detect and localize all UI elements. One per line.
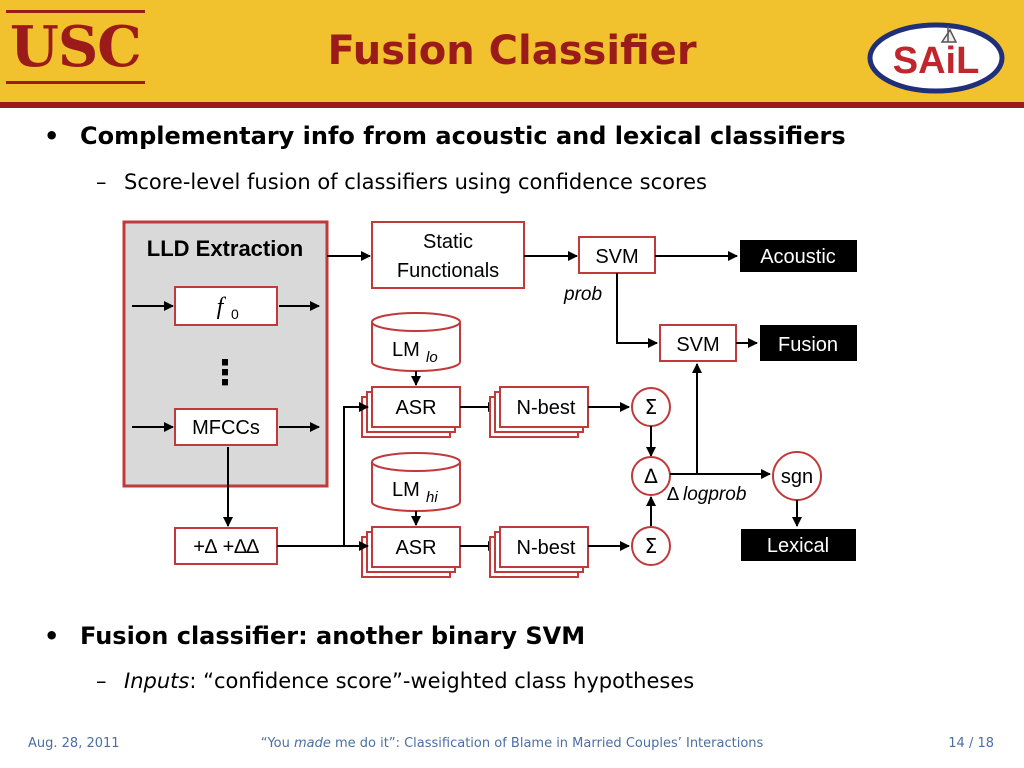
mfccs-box xyxy=(174,408,278,446)
lm-hi-cylinder xyxy=(371,452,461,512)
sub-bullet-2-italic: Inputs xyxy=(124,669,190,693)
acoustic-output xyxy=(740,240,857,272)
static-functionals-box xyxy=(371,221,525,289)
dash-icon: – xyxy=(96,170,107,194)
svm-acoustic-box xyxy=(578,236,656,274)
footer-date: Aug. 28, 2011 xyxy=(28,736,120,751)
nbest-bottom-label: N-best xyxy=(517,537,576,559)
fusion-diagram: LLD Extraction f 0 ⋮ MFCCs +∆ +∆∆ Static… xyxy=(122,220,857,578)
asr-bottom-label: ASR xyxy=(395,537,436,559)
sigma-bottom-node xyxy=(631,526,671,566)
acoustic-label: Acoustic xyxy=(760,246,836,268)
nbest-bottom-stack xyxy=(489,526,589,578)
sub-bullet-1: – Score-level fusion of classifiers usin… xyxy=(96,170,707,194)
lm-lo-label: LM xyxy=(392,339,420,361)
ellipsis-icon: ⋮ xyxy=(208,353,242,393)
mfccs-label: MFCCs xyxy=(192,417,260,439)
f0-label: f xyxy=(217,294,227,320)
asr-top-stack xyxy=(361,386,461,438)
svm-fusion-label: SVM xyxy=(676,334,719,356)
lm-lo-subscript: lo xyxy=(426,349,438,366)
lld-title: LLD Extraction xyxy=(147,236,303,261)
lm-hi-label: LM xyxy=(392,479,420,501)
fusion-output xyxy=(760,325,857,361)
dlogprob-delta-symbol: ∆ xyxy=(666,484,680,505)
lexical-output xyxy=(741,529,856,561)
delta-label: ∆ xyxy=(643,464,658,488)
prob-label: prob xyxy=(563,284,602,305)
header-bar: USC Fusion Classifier SAiL xyxy=(0,0,1024,108)
nbest-top-label: N-best xyxy=(517,397,576,419)
delta-node xyxy=(631,456,671,496)
asr-top-label: ASR xyxy=(395,397,436,419)
bullet-2: • Fusion classifier: another binary SVM xyxy=(44,622,586,650)
bullet-1-text: Complementary info from acoustic and lex… xyxy=(80,122,846,150)
svm-acoustic-label: SVM xyxy=(595,246,638,268)
deltas-label: +∆ +∆∆ xyxy=(193,536,259,558)
svm-fusion-box xyxy=(659,324,737,362)
bullet-dot-icon: • xyxy=(44,622,60,650)
sgn-label: sgn xyxy=(781,466,813,488)
bullet-1: • Complementary info from acoustic and l… xyxy=(44,122,846,150)
bullet-2-text: Fusion classifier: another binary SVM xyxy=(80,622,586,650)
f0-subscript: 0 xyxy=(231,306,239,322)
deltas-box xyxy=(174,527,278,565)
footer-quote-made: made xyxy=(293,736,331,751)
footer-page-number: 14 / 18 xyxy=(948,736,994,751)
fusion-label: Fusion xyxy=(778,334,838,356)
sub-bullet-2: – Inputs: “confidence score”-weighted cl… xyxy=(96,669,695,693)
lm-lo-cylinder xyxy=(371,312,461,372)
nbest-top-stack xyxy=(489,386,589,438)
lm-hi-subscript: hi xyxy=(426,489,438,506)
sub-bullet-1-text: Score-level fusion of classifiers using … xyxy=(124,170,707,194)
usc-logo: USC xyxy=(6,10,145,84)
footer-quote-open: “You xyxy=(260,736,294,751)
sub-bullet-2-text: : “confidence score”-weighted class hypo… xyxy=(189,669,695,693)
lexical-label: Lexical xyxy=(767,535,829,557)
static-label-line2: Functionals xyxy=(397,260,499,282)
sail-logo-text: SAiL xyxy=(893,40,980,82)
static-label-line1: Static xyxy=(423,231,473,253)
footer-title: “You made me do it”: Classification of B… xyxy=(0,736,1024,751)
dlogprob-label: logprob xyxy=(683,484,746,505)
sigma-top-label: Σ xyxy=(645,395,658,419)
asr-bottom-stack xyxy=(361,526,461,578)
footer-quote-rest: me do it”: Classification of Blame in Ma… xyxy=(330,736,764,751)
f0-box xyxy=(174,286,278,326)
sigma-bottom-label: Σ xyxy=(645,534,658,558)
slide-title: Fusion Classifier xyxy=(327,28,697,74)
bullet-dot-icon: • xyxy=(44,122,60,150)
sail-logo: SAiL xyxy=(867,22,1005,94)
dash-icon: – xyxy=(96,669,107,693)
